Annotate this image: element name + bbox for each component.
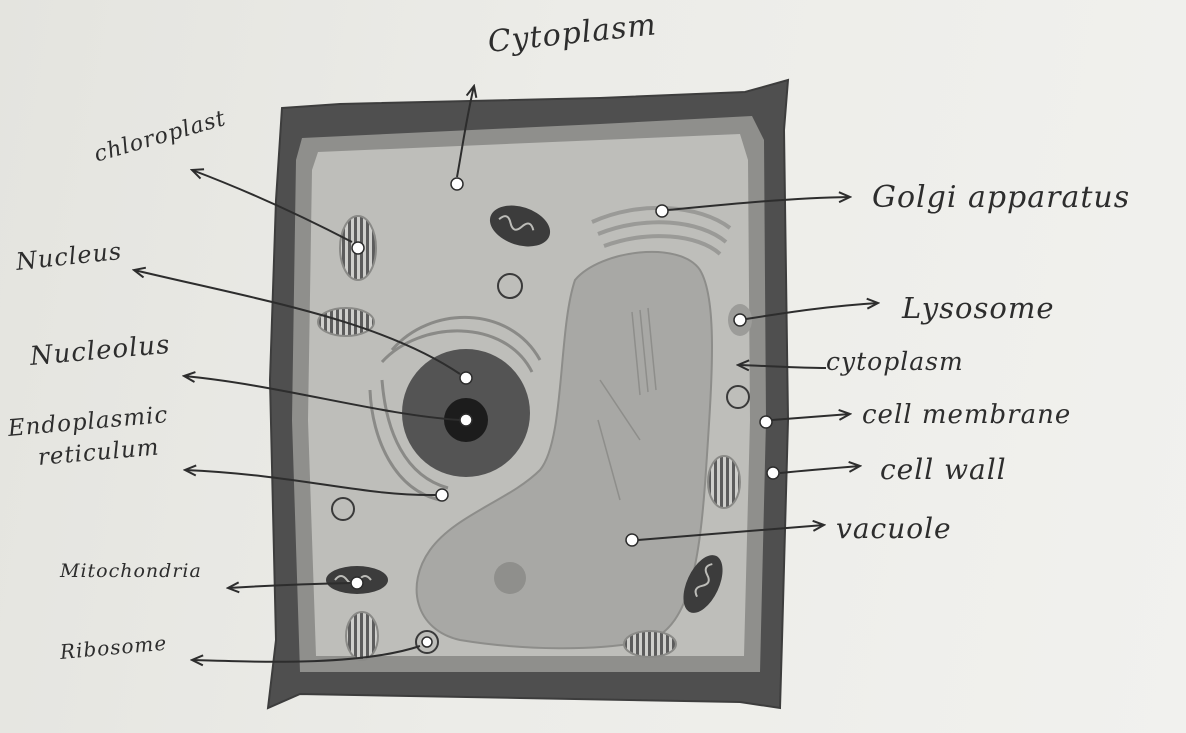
label-vacuole: vacuole — [836, 512, 952, 545]
marker-dot-ribosome — [421, 636, 433, 648]
marker-dot-nucleus — [459, 371, 473, 385]
chloroplasts — [317, 215, 741, 661]
marker-dot-nucleolus — [459, 413, 473, 427]
label-cell-wall: cell wall — [880, 453, 1007, 486]
marker-dot-vacuole — [625, 533, 639, 547]
leader-wall — [779, 466, 860, 474]
leader-lysosome — [745, 303, 878, 320]
leader-chloroplast — [192, 170, 353, 243]
leader-cytoplasm-right — [738, 365, 827, 368]
leader-ribosome — [192, 645, 421, 662]
label-golgi-apparatus: Golgi apparatus — [872, 180, 1131, 215]
vacuole-shape — [415, 250, 713, 650]
vesicles — [331, 273, 750, 521]
label-mitochondria: Mitochondria — [60, 560, 202, 582]
label-marker-dots — [350, 177, 780, 648]
leader-cytoplasm-top — [456, 86, 474, 178]
leader-vacuole — [637, 525, 824, 541]
leader-lines — [134, 86, 878, 662]
label-lysosome: Lysosome — [902, 291, 1055, 325]
leader-membrane — [771, 414, 850, 421]
label-cell-membrane: cell membrane — [862, 400, 1072, 430]
label-cytoplasm-right: cytoplasm — [826, 347, 964, 376]
vacuole-spot — [494, 562, 526, 594]
marker-dot-cytoplasm-top — [450, 177, 464, 191]
endoplasmic-reticulum-shape — [368, 315, 542, 502]
marker-dot-mitochondria — [350, 576, 364, 590]
leader-er — [185, 470, 437, 497]
leader-mitochondria — [228, 583, 352, 588]
marker-dot-lysosome — [733, 313, 747, 327]
leader-golgi — [667, 197, 850, 211]
leader-nucleolus — [184, 376, 461, 421]
vacuole-texture-lines — [597, 307, 657, 501]
mitochondria-shapes — [326, 205, 723, 613]
leader-nucleus — [134, 270, 461, 375]
marker-dot-wall — [766, 466, 780, 480]
marker-dot-chloroplast — [351, 241, 365, 255]
ribosome-shape — [415, 630, 439, 654]
marker-dot-golgi — [655, 204, 669, 218]
marker-dot-er — [435, 488, 449, 502]
marker-dot-membrane — [759, 415, 773, 429]
